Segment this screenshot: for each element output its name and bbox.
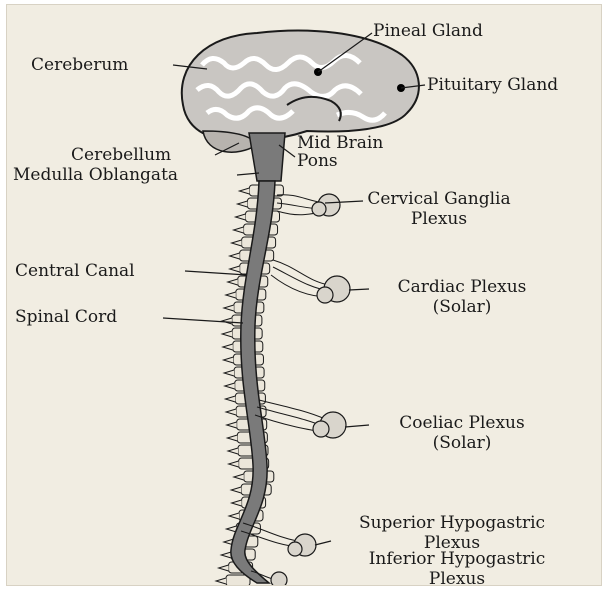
spinous-process — [236, 214, 246, 220]
spinous-process — [234, 227, 244, 233]
label-coeliac-plexus-line1: Coeliac Plexus — [367, 413, 557, 433]
label-pons: Pons — [297, 151, 338, 171]
spinous-process — [219, 565, 229, 571]
label-medulla-oblangata: Medulla Oblangata — [13, 165, 178, 185]
spinous-process — [226, 409, 236, 415]
label-coeliac-plexus-line2: (Solar) — [367, 433, 557, 453]
spinous-process — [231, 487, 241, 493]
label-cerebellum: Cerebellum — [71, 145, 171, 165]
spinous-process — [222, 318, 232, 324]
spinous-process — [225, 396, 235, 402]
spinous-process — [237, 201, 247, 207]
diagram-frame: Pineal Gland Cereberum Pituitary Gland M… — [6, 4, 602, 586]
spinous-process — [228, 279, 238, 285]
spinous-process — [230, 266, 240, 272]
spinous-process — [216, 578, 226, 584]
spinous-process — [234, 474, 244, 480]
spinous-process — [227, 435, 237, 441]
label-superior-hypogastric-line1: Superior Hypogastric — [327, 513, 577, 533]
spinous-process — [228, 448, 238, 454]
spinous-process — [222, 331, 232, 337]
spinous-process — [223, 344, 233, 350]
spinous-process — [229, 461, 239, 467]
spinous-process — [224, 370, 234, 376]
label-cardiac-plexus-line2: (Solar) — [367, 297, 557, 317]
label-inferior-hypogastric-plexus: Inferior Hypogastric Plexus — [337, 549, 577, 586]
spinous-process — [223, 357, 233, 363]
spinous-process — [227, 422, 237, 428]
label-pineal-gland: Pineal Gland — [373, 21, 483, 41]
spinous-process — [226, 526, 236, 532]
spinous-process — [229, 513, 239, 519]
label-central-canal: Central Canal — [15, 261, 135, 281]
label-inferior-hypogastric-line1: Inferior Hypogastric — [337, 549, 577, 569]
label-cardiac-plexus-line1: Cardiac Plexus — [367, 277, 557, 297]
spinous-process — [225, 383, 235, 389]
label-cereberum: Cereberum — [31, 55, 128, 75]
label-pituitary-gland: Pituitary Gland — [427, 75, 558, 95]
spinous-process — [221, 552, 231, 558]
spinous-process — [239, 188, 249, 194]
label-cervical-ganglia-line2: Plexus — [359, 209, 519, 229]
label-cardiac-plexus: Cardiac Plexus (Solar) — [367, 277, 557, 317]
label-mid-brain: Mid Brain — [297, 133, 383, 153]
label-coeliac-plexus: Coeliac Plexus (Solar) — [367, 413, 557, 453]
spinous-process — [226, 292, 236, 298]
spinous-process — [230, 253, 240, 259]
spinous-process — [232, 240, 242, 246]
label-inferior-hypogastric-line2: Plexus — [337, 569, 577, 586]
label-cervical-ganglia: Cervical Ganglia Plexus — [359, 189, 519, 229]
spinous-process — [224, 305, 234, 311]
spinous-process — [232, 500, 242, 506]
label-cervical-ganglia-line1: Cervical Ganglia — [359, 189, 519, 209]
label-superior-hypogastric-plexus: Superior Hypogastric Plexus — [327, 513, 577, 553]
label-spinal-cord: Spinal Cord — [15, 307, 117, 327]
